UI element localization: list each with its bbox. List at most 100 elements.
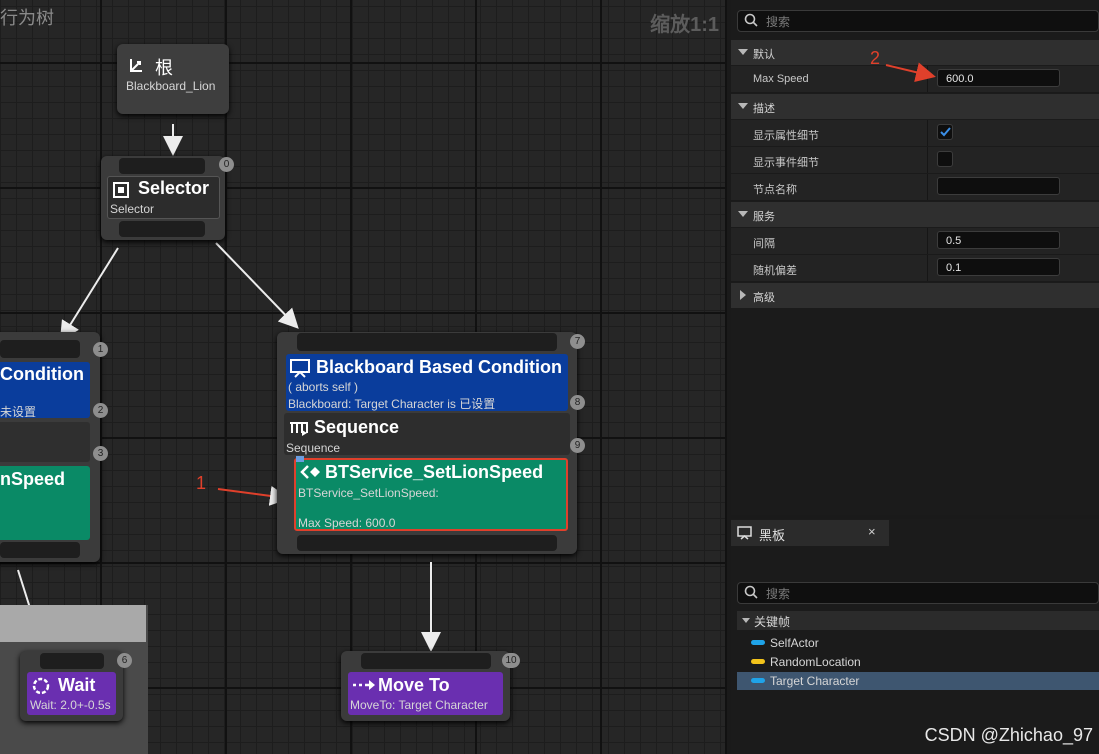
blackboard-tab[interactable]: 黑板 × bbox=[731, 520, 889, 546]
category-service-label: 服务 bbox=[753, 211, 775, 223]
sequence-node[interactable]: Blackboard Based Condition ( aborts self… bbox=[277, 332, 577, 554]
zoom-level: 缩放1:1 bbox=[650, 14, 719, 36]
selection-header bbox=[0, 605, 146, 642]
graph-title: 行为树 bbox=[0, 8, 54, 28]
row-interval: 间隔 0.5 bbox=[731, 228, 1099, 255]
left-index-badge-3: 3 bbox=[93, 446, 108, 461]
key-type-icon bbox=[751, 659, 765, 664]
show-event-checkbox[interactable] bbox=[937, 151, 953, 167]
node-name-input[interactable] bbox=[937, 177, 1060, 195]
sequence-top-pin[interactable] bbox=[297, 333, 557, 351]
keys-group-header[interactable]: 关键帧 bbox=[737, 611, 1099, 630]
left-service[interactable] bbox=[0, 466, 90, 540]
root-icon bbox=[130, 59, 142, 72]
wait-top-pin[interactable] bbox=[40, 653, 104, 669]
selector-top-pin[interactable] bbox=[119, 158, 205, 174]
connection-arrows bbox=[17, 124, 441, 652]
key-type-icon bbox=[751, 678, 765, 683]
collapse-arrow-icon bbox=[742, 618, 750, 623]
blackboard-key-item[interactable]: Target Character bbox=[737, 672, 1099, 690]
wait-node[interactable]: Wait Wait: 2.0+-0.5s bbox=[20, 651, 123, 721]
blackboard-key-item[interactable]: RandomLocation bbox=[737, 653, 1099, 671]
bb-condition-decorator[interactable] bbox=[286, 354, 568, 411]
selector-index-badge: 0 bbox=[219, 157, 234, 172]
bb-condition-aborts: ( aborts self ) bbox=[288, 380, 359, 394]
blackboard-key-item[interactable]: SelfActor bbox=[737, 634, 1099, 652]
key-name: Target Character bbox=[770, 674, 860, 688]
sequence-bottom-pin[interactable] bbox=[297, 535, 557, 551]
category-advanced[interactable]: 高级 bbox=[731, 283, 1099, 308]
row-show-event-details: 显示事件细节 bbox=[731, 147, 1099, 174]
moveto-node[interactable]: Move To MoveTo: Target Character bbox=[341, 651, 510, 721]
left-condition-decorator[interactable] bbox=[0, 362, 90, 418]
wait-icon bbox=[32, 677, 50, 695]
service-line1: BTService_SetLionSpeed: bbox=[298, 486, 439, 500]
details-search-placeholder: 搜索 bbox=[766, 15, 791, 29]
bb-condition-key: Blackboard: Target Character is 已设置 bbox=[288, 397, 496, 411]
category-default[interactable]: 默认 bbox=[731, 40, 1099, 65]
details-search-box[interactable]: 搜索 bbox=[737, 10, 1099, 32]
service-title: BTService_SetLionSpeed bbox=[325, 462, 544, 482]
category-description-label: 描述 bbox=[753, 103, 775, 115]
key-name: RandomLocation bbox=[770, 655, 861, 669]
show-property-label: 显示属性细节 bbox=[753, 130, 819, 142]
wait-title: Wait bbox=[58, 675, 96, 695]
bb-condition-title: Blackboard Based Condition bbox=[316, 357, 563, 377]
selector-subtitle: Selector bbox=[110, 202, 155, 216]
collapse-arrow-icon bbox=[738, 103, 748, 109]
key-name: SelfActor bbox=[770, 636, 819, 650]
left-sequence-node[interactable]: Condition 未设置 nSpeed bbox=[0, 332, 100, 562]
wait-index-badge: 6 bbox=[117, 653, 132, 668]
row-random-deviation: 随机偏差 0.1 bbox=[731, 255, 1099, 282]
checkmark-icon bbox=[940, 127, 951, 137]
left-top-pin[interactable] bbox=[0, 340, 80, 358]
row-show-property-details: 显示属性细节 bbox=[731, 120, 1099, 147]
blackboard-panel bbox=[731, 519, 1099, 754]
left-bottom-pin[interactable] bbox=[0, 542, 80, 558]
left-condition-title: Condition bbox=[0, 364, 84, 384]
show-property-checkbox[interactable] bbox=[937, 124, 953, 140]
category-description[interactable]: 描述 bbox=[731, 94, 1099, 119]
annotation-2: 2 bbox=[870, 48, 881, 68]
sequence-title: Sequence bbox=[314, 417, 400, 437]
blackboard-search-placeholder: 搜索 bbox=[766, 587, 791, 601]
annotation-1: 1 bbox=[196, 473, 207, 493]
selector-bottom-pin[interactable] bbox=[119, 221, 205, 237]
close-icon[interactable]: × bbox=[868, 524, 876, 539]
interval-input[interactable]: 0.5 bbox=[937, 231, 1060, 249]
category-default-label: 默认 bbox=[753, 49, 775, 61]
blackboard-tab-label: 黑板 bbox=[759, 528, 786, 543]
node-name-label: 节点名称 bbox=[753, 184, 797, 196]
blackboard-tab-icon bbox=[737, 526, 752, 540]
bb-condition-index-badge: 7 bbox=[570, 334, 585, 349]
collapse-arrow-icon bbox=[738, 211, 748, 217]
moveto-title: Move To bbox=[378, 675, 450, 695]
selector-title: Selector bbox=[138, 178, 210, 198]
root-node[interactable]: 根 Blackboard_Lion bbox=[117, 44, 229, 114]
moveto-icon bbox=[353, 680, 375, 690]
sequence-icon bbox=[290, 422, 308, 436]
collapse-arrow-icon bbox=[738, 49, 748, 55]
root-title: 根 bbox=[155, 58, 173, 78]
selector-node[interactable]: Selector Selector bbox=[101, 156, 225, 240]
service-max-speed: Max Speed: 600.0 bbox=[298, 516, 396, 530]
search-icon bbox=[744, 13, 758, 27]
keys-group-label: 关键帧 bbox=[754, 615, 791, 629]
service-set-lion-speed[interactable] bbox=[294, 458, 568, 531]
left-composite-body bbox=[0, 422, 90, 462]
watermark: CSDN @Zhichao_97 bbox=[924, 725, 1093, 745]
left-service-title: nSpeed bbox=[0, 469, 66, 489]
key-type-icon bbox=[751, 640, 765, 645]
category-service[interactable]: 服务 bbox=[731, 202, 1099, 227]
behavior-tree-graph[interactable]: 行为树 缩放1:1 根 Blackboard_Lion Selector Sel… bbox=[0, 0, 727, 754]
bb-condition-index-badge-2: 8 bbox=[570, 395, 585, 410]
selector-icon bbox=[113, 182, 129, 198]
service-breakpoint-icon bbox=[296, 456, 304, 462]
left-index-badge-2: 2 bbox=[93, 403, 108, 418]
max-speed-input[interactable]: 600.0 bbox=[937, 69, 1060, 87]
blackboard-search-box[interactable]: 搜索 bbox=[737, 582, 1099, 604]
moveto-top-pin[interactable] bbox=[361, 653, 491, 669]
expand-arrow-icon bbox=[740, 290, 746, 300]
moveto-body bbox=[348, 672, 503, 715]
random-deviation-input[interactable]: 0.1 bbox=[937, 258, 1060, 276]
